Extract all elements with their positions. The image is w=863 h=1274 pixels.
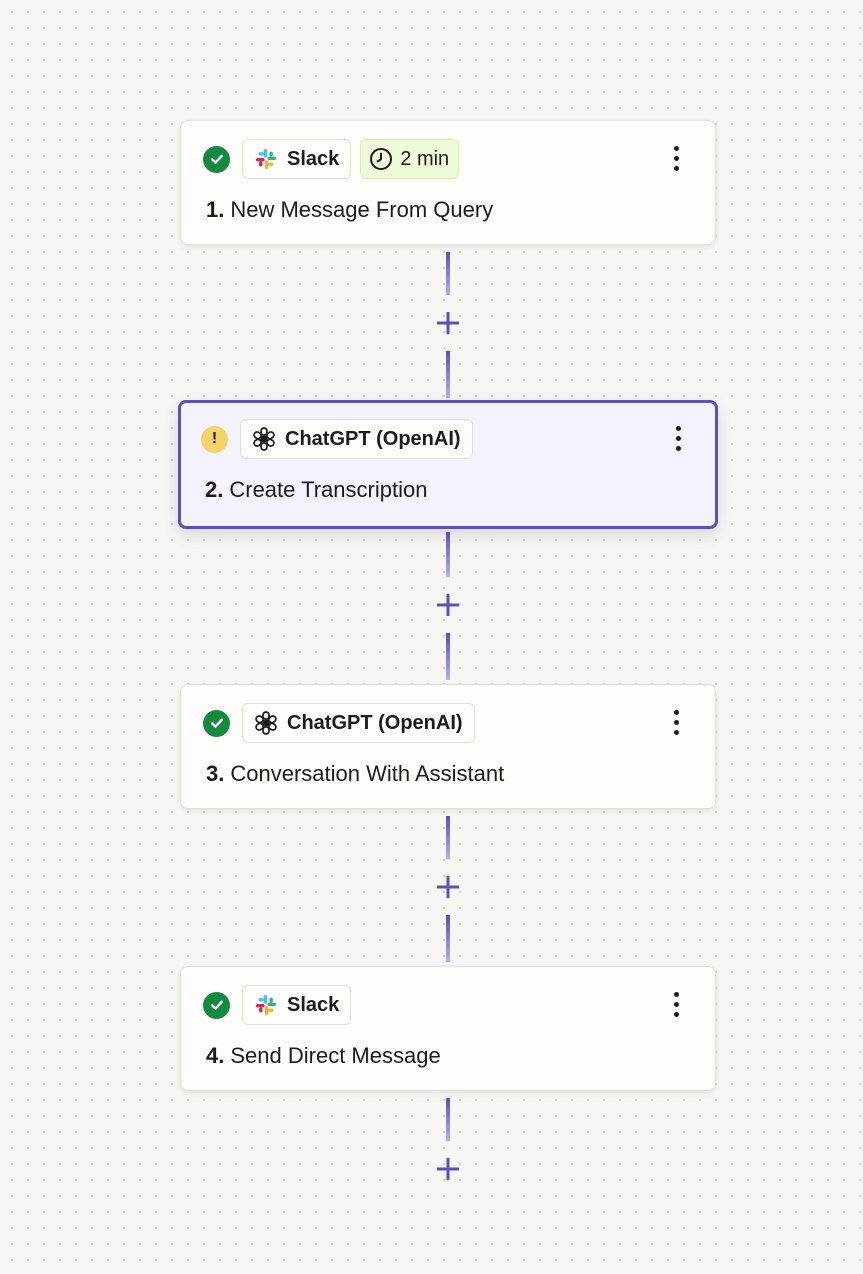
app-name: ChatGPT (OpenAI) (285, 427, 461, 450)
plus-icon (437, 1158, 459, 1180)
app-name: Slack (287, 993, 340, 1016)
step-card-2[interactable]: ! ChatGPT (OpenAI) (178, 400, 718, 529)
app-name: ChatGPT (OpenAI) (287, 711, 463, 734)
step-card-3[interactable]: ChatGPT (OpenAI) 3.Conversation With Ass… (180, 684, 716, 809)
openai-icon (253, 710, 279, 736)
app-chip[interactable]: ChatGPT (OpenAI) (242, 703, 475, 743)
step-number: 4. (206, 1043, 225, 1068)
step-connector (427, 252, 469, 398)
warning-status-icon: ! (201, 425, 228, 453)
more-vertical-icon (673, 709, 679, 715)
clock-icon (368, 146, 394, 172)
success-status-icon (203, 709, 230, 737)
step-title: 1.New Message From Query (206, 197, 493, 223)
step-title-text: Send Direct Message (230, 1043, 441, 1068)
step-connector (427, 816, 469, 962)
step-menu-button[interactable] (659, 141, 693, 175)
plus-icon (437, 594, 459, 616)
delay-label: 2 min (400, 147, 450, 170)
step-header: Slack (203, 984, 352, 1026)
step-menu-button[interactable] (661, 421, 695, 455)
more-vertical-icon (673, 991, 679, 997)
step-header: ChatGPT (OpenAI) (203, 702, 475, 744)
more-vertical-icon (675, 425, 681, 431)
step-card-4[interactable]: Slack 4.Send Direct Message (180, 966, 716, 1091)
openai-icon (251, 426, 277, 452)
more-vertical-icon (673, 145, 679, 151)
success-status-icon (203, 145, 230, 173)
step-card-1[interactable]: Slack 2 min 1.New Message From Query (180, 120, 716, 245)
step-connector (427, 1098, 469, 1193)
step-title-text: New Message From Query (230, 197, 494, 222)
app-chip[interactable]: Slack (242, 985, 352, 1025)
app-chip[interactable]: Slack (242, 139, 352, 179)
step-menu-button[interactable] (659, 705, 693, 739)
check-icon (210, 154, 223, 164)
add-step-button[interactable] (427, 866, 469, 908)
delay-chip[interactable]: 2 min (360, 139, 460, 179)
step-title: 3.Conversation With Assistant (206, 761, 504, 787)
add-step-button[interactable] (427, 1148, 469, 1190)
step-header: ! ChatGPT (OpenAI) (201, 418, 473, 460)
success-status-icon (203, 991, 230, 1019)
slack-icon (253, 146, 279, 172)
step-number: 2. (205, 477, 224, 502)
step-title: 4.Send Direct Message (206, 1043, 441, 1069)
check-icon (210, 718, 223, 728)
app-name: Slack (287, 147, 340, 170)
step-number: 3. (206, 761, 225, 786)
exclamation-icon: ! (211, 430, 218, 447)
check-icon (210, 1000, 223, 1010)
step-number: 1. (206, 197, 225, 222)
step-title-text: Create Transcription (229, 477, 428, 502)
plus-icon (437, 876, 459, 898)
step-connector (427, 532, 469, 680)
step-header: Slack 2 min (203, 138, 460, 180)
app-chip[interactable]: ChatGPT (OpenAI) (240, 419, 473, 459)
step-menu-button[interactable] (659, 987, 693, 1021)
step-title: 2.Create Transcription (205, 477, 427, 503)
add-step-button[interactable] (427, 302, 469, 344)
plus-icon (437, 312, 459, 334)
slack-icon (253, 992, 279, 1018)
add-step-button[interactable] (427, 584, 469, 626)
step-title-text: Conversation With Assistant (230, 761, 505, 786)
